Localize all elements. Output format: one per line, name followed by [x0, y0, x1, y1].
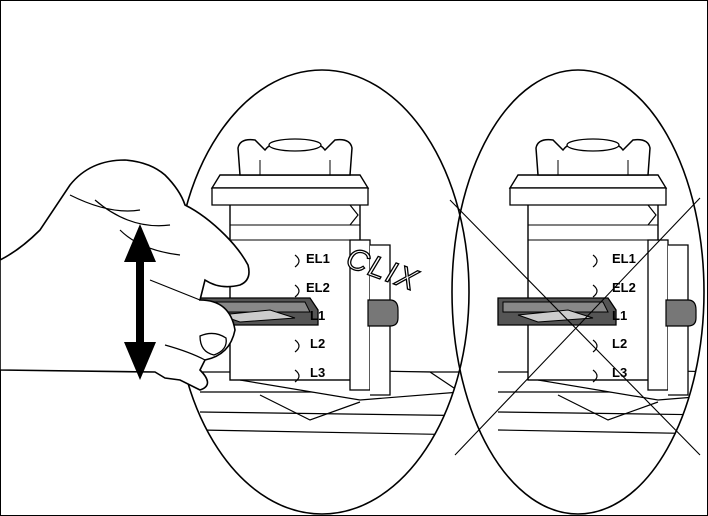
level-label-l2: L2 — [310, 336, 325, 351]
level-label-l1: L1 — [310, 308, 325, 323]
level-label-l2: L2 — [612, 336, 627, 351]
right-mechanism — [497, 138, 704, 439]
level-label-l3: L3 — [310, 365, 325, 380]
right-panel: EL1 EL2 L1 L2 L3 — [449, 69, 705, 515]
level-label-el2: EL2 — [612, 280, 636, 295]
left-panel: EL1 EL2 L1 L2 L3 CLIX — [0, 69, 470, 515]
level-label-l1: L1 — [612, 308, 627, 323]
up-down-arrow-icon — [124, 224, 156, 380]
right-zoom-ellipse — [451, 69, 705, 515]
level-label-el2: EL2 — [306, 280, 330, 295]
level-label-el1: EL1 — [306, 251, 330, 266]
cross-line-b — [454, 197, 701, 456]
cross-line-a — [449, 199, 701, 456]
level-label-l3: L3 — [612, 365, 627, 380]
thumbnail — [199, 332, 227, 356]
hand — [0, 159, 250, 391]
level-label-el1: EL1 — [612, 251, 636, 266]
